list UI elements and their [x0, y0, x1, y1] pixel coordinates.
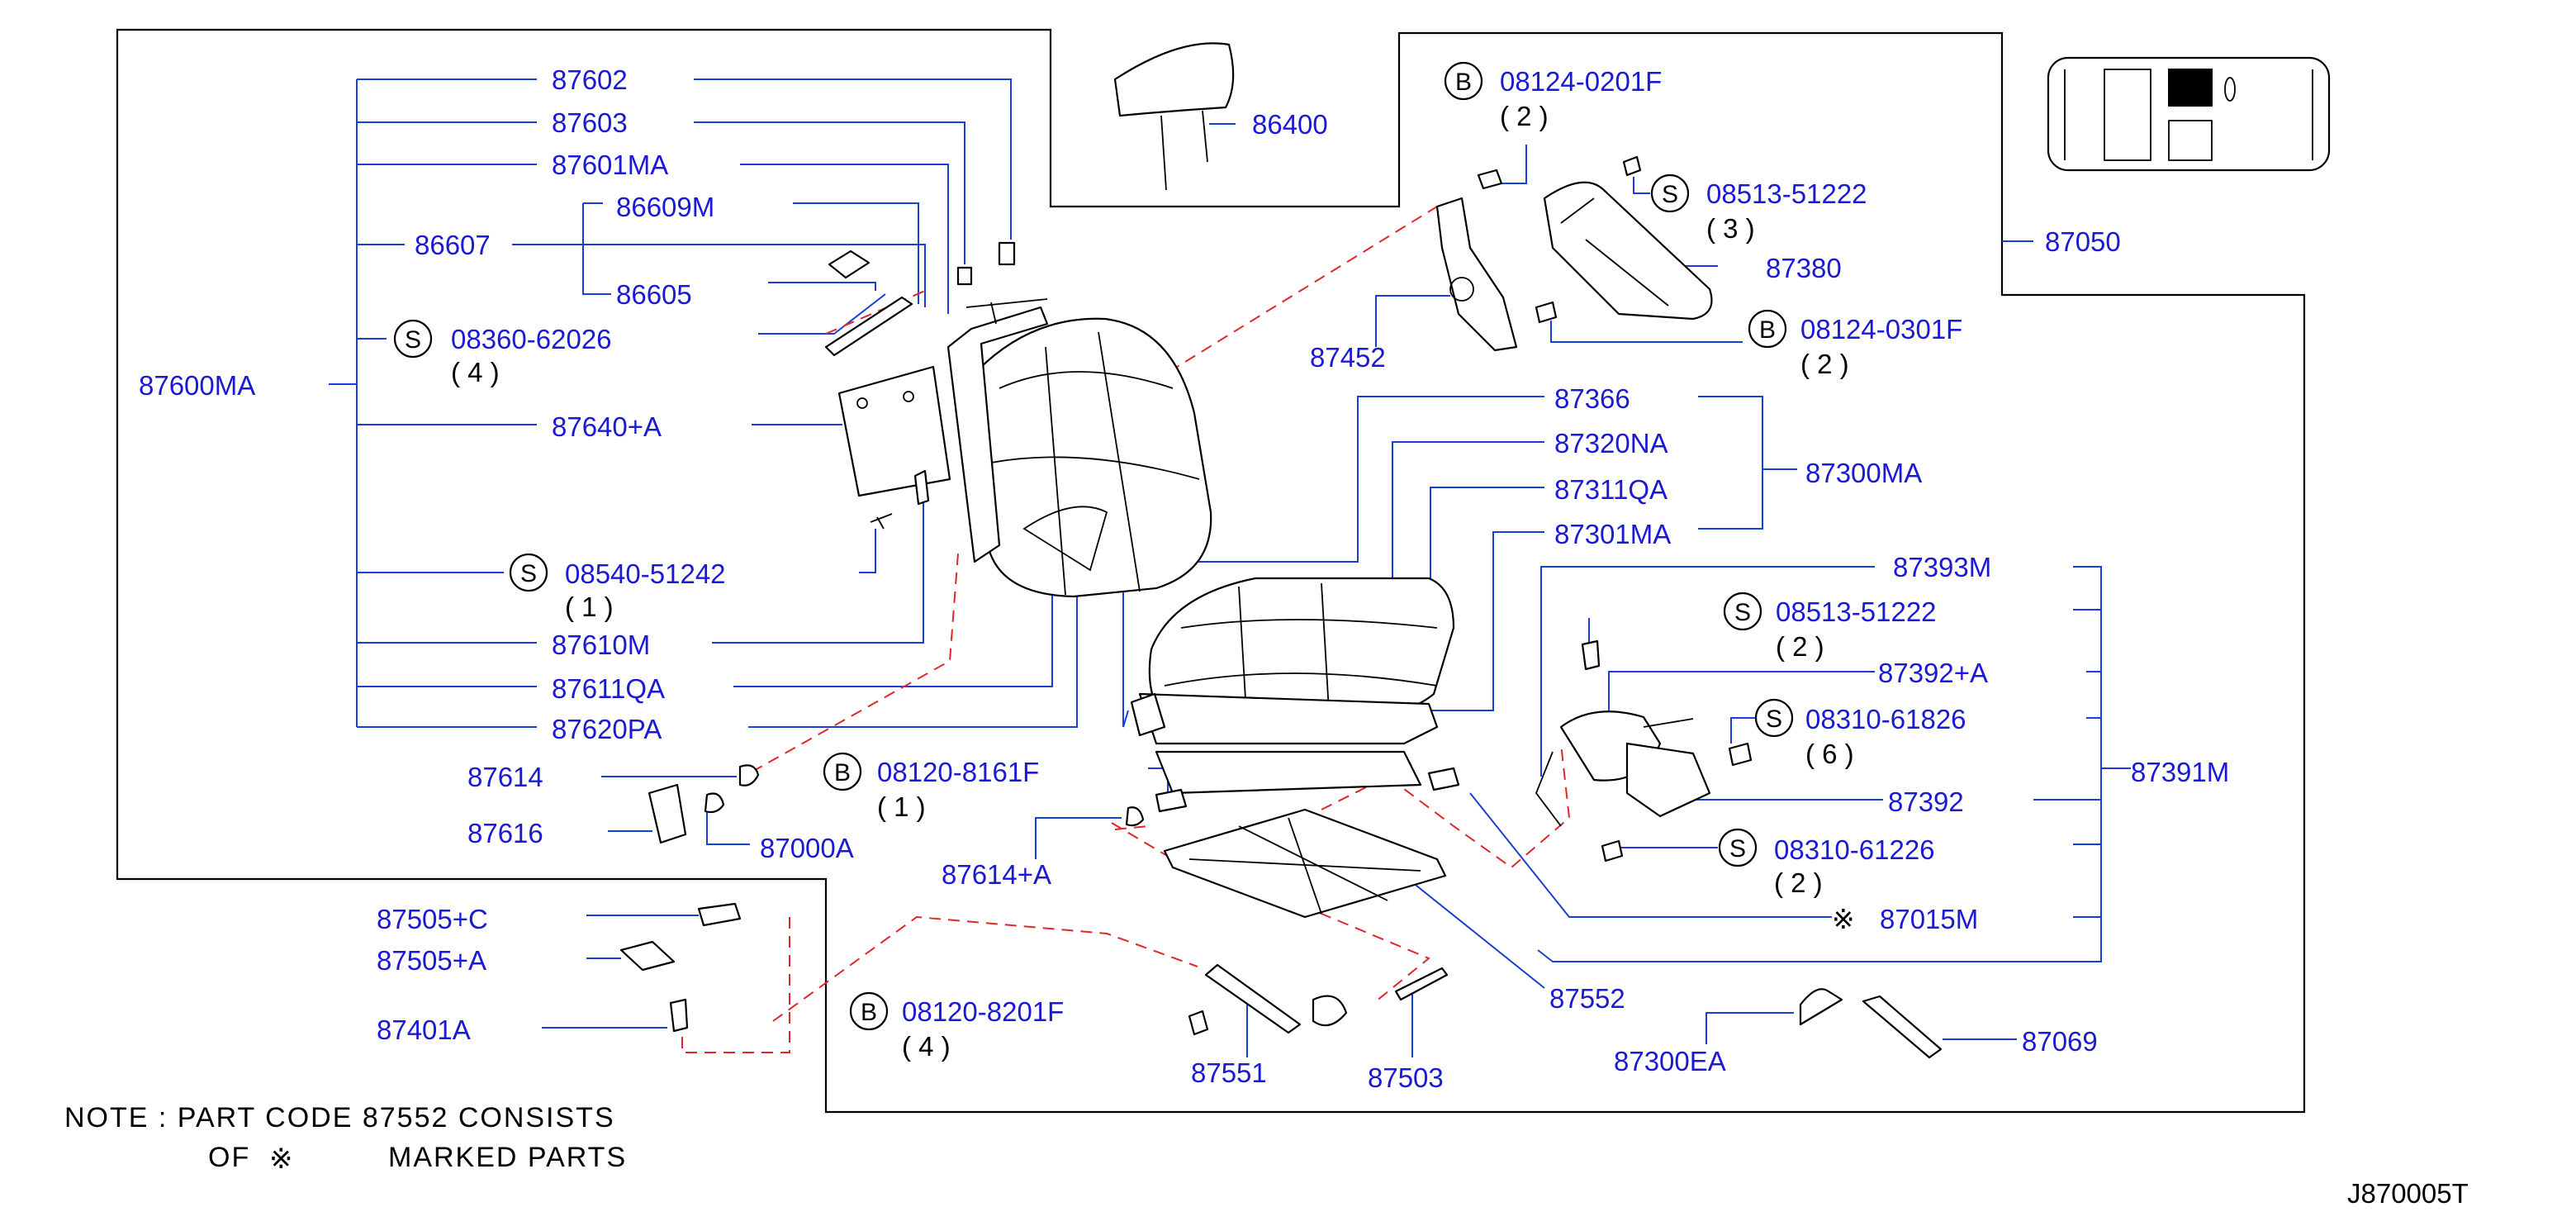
label-87600ma: 87600MA — [139, 370, 255, 401]
recliner-assembly — [1435, 155, 1713, 352]
label-87392a: 87392+A — [1878, 658, 1988, 688]
part-labels: 87602 87603 87601MA 86609M 86607 86605 8… — [139, 64, 2229, 1093]
screw-symbol-text: S — [1662, 181, 1678, 208]
label-87380: 87380 — [1766, 253, 1842, 283]
label-87602: 87602 — [552, 64, 628, 95]
label-87611qa: 87611QA — [552, 673, 665, 704]
kome-mark: ※ — [1832, 904, 1855, 934]
label-87015m: 87015M — [1880, 904, 1978, 934]
label-08310-61826: 08310-61826 — [1805, 704, 1966, 734]
note-line-2: MARKED PARTS — [388, 1142, 627, 1173]
label-87391m: 87391M — [2131, 757, 2229, 787]
small-parts — [619, 764, 1943, 1059]
label-87392: 87392 — [1888, 786, 1964, 817]
label-87050: 87050 — [2045, 226, 2121, 257]
note-block: NOTE : PART CODE 87552 CONSISTS OF ※ MAR… — [64, 1102, 627, 1175]
screw-symbol-text: S — [1734, 599, 1751, 626]
label-08540-51242: 08540-51242 — [565, 558, 726, 589]
label-08513-51222-mid: 08513-51222 — [1776, 596, 1937, 627]
bolt-symbol-text: B — [834, 759, 851, 786]
label-87505c: 87505+C — [377, 904, 488, 934]
label-86605: 86605 — [616, 279, 692, 310]
label-08120-8161f: 08120-8161F — [877, 757, 1039, 787]
bolt-symbol-text: B — [861, 999, 877, 1026]
label-87320na: 87320NA — [1554, 428, 1668, 459]
label-87610m: 87610M — [552, 630, 650, 660]
label-87552: 87552 — [1549, 983, 1625, 1014]
label-87614: 87614 — [467, 762, 543, 792]
qty-08124-0301f: ( 2 ) — [1800, 349, 1849, 379]
label-87603: 87603 — [552, 107, 628, 138]
label-87069: 87069 — [2022, 1026, 2098, 1057]
label-08360-62026: 08360-62026 — [451, 324, 612, 354]
label-87452: 87452 — [1310, 342, 1386, 373]
power-seat-frame — [1163, 808, 1449, 1036]
screw-symbol-text: S — [520, 560, 537, 587]
screw-symbol — [1754, 698, 1794, 738]
label-87393m: 87393M — [1893, 552, 1991, 582]
label-87551: 87551 — [1191, 1057, 1267, 1088]
diagram-code: J870005T — [2347, 1178, 2469, 1209]
label-87401a: 87401A — [377, 1015, 471, 1045]
label-87300ea: 87300EA — [1614, 1046, 1726, 1076]
vehicle-location-icon — [2047, 56, 2331, 172]
bolt-symbol-text: B — [1455, 69, 1472, 96]
label-87620pa: 87620PA — [552, 714, 662, 744]
qty-08310-61226: ( 2 ) — [1774, 867, 1823, 898]
note-of: OF — [208, 1142, 250, 1173]
bolt-symbol — [1748, 309, 1787, 349]
qty-08120-8161f: ( 1 ) — [877, 791, 926, 822]
label-08124-0301f: 08124-0301F — [1800, 314, 1962, 345]
label-87640a: 87640+A — [552, 411, 662, 442]
leader-lines — [329, 78, 2131, 1057]
label-87000a: 87000A — [760, 833, 854, 863]
bolt-symbol-text: B — [1759, 316, 1776, 344]
note-line-1: NOTE : PART CODE 87552 CONSISTS — [64, 1102, 615, 1133]
motor-assembly — [1535, 639, 1753, 862]
screw-symbol-text: S — [405, 326, 421, 354]
qty-08310-61826: ( 6 ) — [1805, 739, 1854, 769]
label-86400: 86400 — [1252, 109, 1328, 140]
screw-symbol — [1723, 592, 1762, 631]
qty-08540: ( 1 ) — [565, 592, 614, 622]
label-86607: 86607 — [415, 230, 491, 260]
qty-08513-mid: ( 2 ) — [1776, 631, 1824, 662]
screw-symbol-text: S — [1766, 706, 1782, 733]
qty-08513-top: ( 3 ) — [1706, 213, 1755, 244]
label-87366: 87366 — [1554, 383, 1630, 414]
screw-symbol — [1718, 828, 1758, 867]
note-mark: ※ — [269, 1143, 295, 1175]
bolt-symbol — [1444, 61, 1483, 101]
label-08513-51222-top: 08513-51222 — [1706, 178, 1867, 209]
label-87616: 87616 — [467, 818, 543, 848]
seat-cushion-assembly — [1130, 577, 1455, 795]
label-87614a: 87614+A — [942, 859, 1051, 890]
fastener-symbols: S S B B S B S S S B ※ — [393, 61, 1855, 1031]
label-87300ma: 87300MA — [1805, 458, 1922, 488]
label-87311qa: 87311QA — [1554, 474, 1668, 505]
bolt-symbol — [849, 991, 889, 1031]
screw-symbol — [1650, 173, 1690, 213]
label-08124-0201f: 08124-0201F — [1500, 66, 1662, 97]
label-86609m: 86609M — [616, 192, 714, 222]
headrest — [1113, 42, 1235, 191]
qty-08124-0201f: ( 2 ) — [1500, 101, 1549, 131]
qty-08120-8201f: ( 4 ) — [902, 1031, 951, 1062]
screw-symbol — [509, 553, 548, 592]
screw-symbol-text: S — [1729, 835, 1746, 862]
seat-back-assembly — [824, 241, 1212, 598]
label-08120-8201f: 08120-8201F — [902, 996, 1064, 1027]
label-87505a: 87505+A — [377, 945, 486, 976]
label-87301ma: 87301MA — [1554, 519, 1671, 549]
label-87601ma: 87601MA — [552, 150, 668, 180]
qty-08360: ( 4 ) — [451, 357, 500, 387]
seatback-group-frame — [116, 28, 2306, 1114]
screw-symbol — [393, 319, 433, 359]
bolt-symbol — [823, 752, 862, 791]
label-87503: 87503 — [1368, 1062, 1444, 1093]
label-08310-61226: 08310-61226 — [1774, 834, 1935, 865]
